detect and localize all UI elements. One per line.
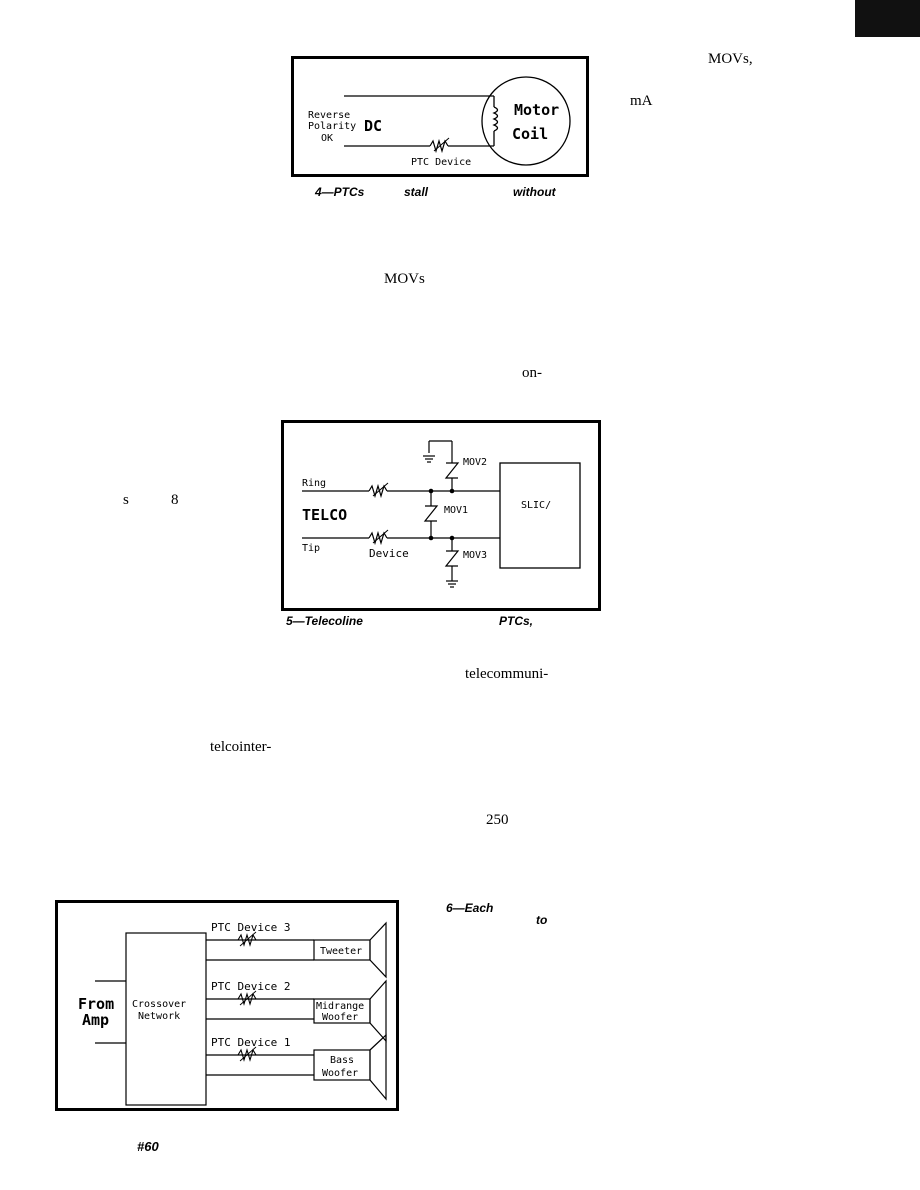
figure-6-caption-fragment: to — [536, 913, 548, 927]
figure-4-caption-fragment-2: without — [513, 185, 556, 199]
text-fragment-on: on- — [522, 365, 542, 381]
label-mov1: MOV1 — [444, 505, 468, 516]
label-reverse: Reverse — [308, 110, 350, 121]
text-fragment-s: s — [123, 492, 129, 508]
label-crossover: Crossover — [132, 999, 186, 1010]
label-tip: Tip — [302, 543, 320, 554]
label-ptc-device: PTC Device — [411, 157, 471, 168]
label-motor: Motor — [514, 101, 559, 119]
label-midrange: Midrange — [316, 1001, 364, 1012]
label-telco: TELCO — [302, 506, 347, 524]
figure-5-telecoline: MOV2 MOV1 MOV3 Ring TELCO Tip Device SLI… — [281, 420, 601, 611]
figure-4-schematic: Reverse Polarity OK DC Motor Coil PTC De… — [308, 76, 571, 168]
label-ptc-device-2: PTC Device 2 — [211, 980, 290, 993]
figure-4-caption-fragment: stall — [404, 185, 429, 199]
figure-5-schematic: MOV2 MOV1 MOV3 Ring TELCO Tip Device SLI… — [302, 440, 581, 588]
label-from: From — [78, 995, 114, 1013]
label-network: Network — [138, 1011, 180, 1022]
label-device: Device — [369, 547, 409, 560]
label-woofer-bass: Woofer — [322, 1068, 358, 1079]
label-slic: SLIC/ — [521, 500, 551, 511]
label-mov3: MOV3 — [463, 550, 487, 561]
text-fragment-telcointer: telcointer- — [210, 739, 272, 755]
issue-number: #60 — [137, 1139, 159, 1154]
label-coil: Coil — [512, 125, 548, 143]
figure-6-caption-number: 6—Each — [446, 901, 494, 915]
figure-6-schematic: PTC Device 3 PTC Device 2 PTC Device 1 F… — [78, 921, 387, 1106]
label-dc: DC — [364, 117, 382, 135]
figure-5-caption-fragment: PTCs, — [499, 614, 534, 628]
figure-4-motor-coil: Reverse Polarity OK DC Motor Coil PTC De… — [291, 56, 589, 177]
label-amp: Amp — [82, 1011, 109, 1029]
text-fragment-ma: mA — [630, 93, 653, 109]
text-fragment-eight: 8 — [171, 492, 179, 508]
label-polarity: Polarity — [308, 121, 356, 132]
figure-5-caption-number: 5—Telecoline — [286, 614, 363, 628]
label-mov2: MOV2 — [463, 457, 487, 468]
figure-4-caption-number: 4—PTCs — [315, 185, 365, 199]
label-woofer-mid: Woofer — [322, 1012, 358, 1023]
label-ok: OK — [321, 133, 333, 144]
figure-6-speaker-crossover: PTC Device 3 PTC Device 2 PTC Device 1 F… — [55, 900, 399, 1111]
corner-mark — [855, 0, 920, 37]
text-fragment-250: 250 — [486, 812, 509, 828]
label-tweeter: Tweeter — [320, 946, 362, 957]
label-ptc-device-1: PTC Device 1 — [211, 1036, 290, 1049]
text-fragment-movs: MOVs, — [708, 51, 753, 67]
label-ptc-device-3: PTC Device 3 — [211, 921, 290, 934]
text-fragment-movs-mid: MOVs — [384, 271, 425, 287]
label-ring: Ring — [302, 478, 326, 489]
label-bass: Bass — [330, 1055, 354, 1066]
text-fragment-telecommuni: telecommuni- — [465, 666, 549, 682]
